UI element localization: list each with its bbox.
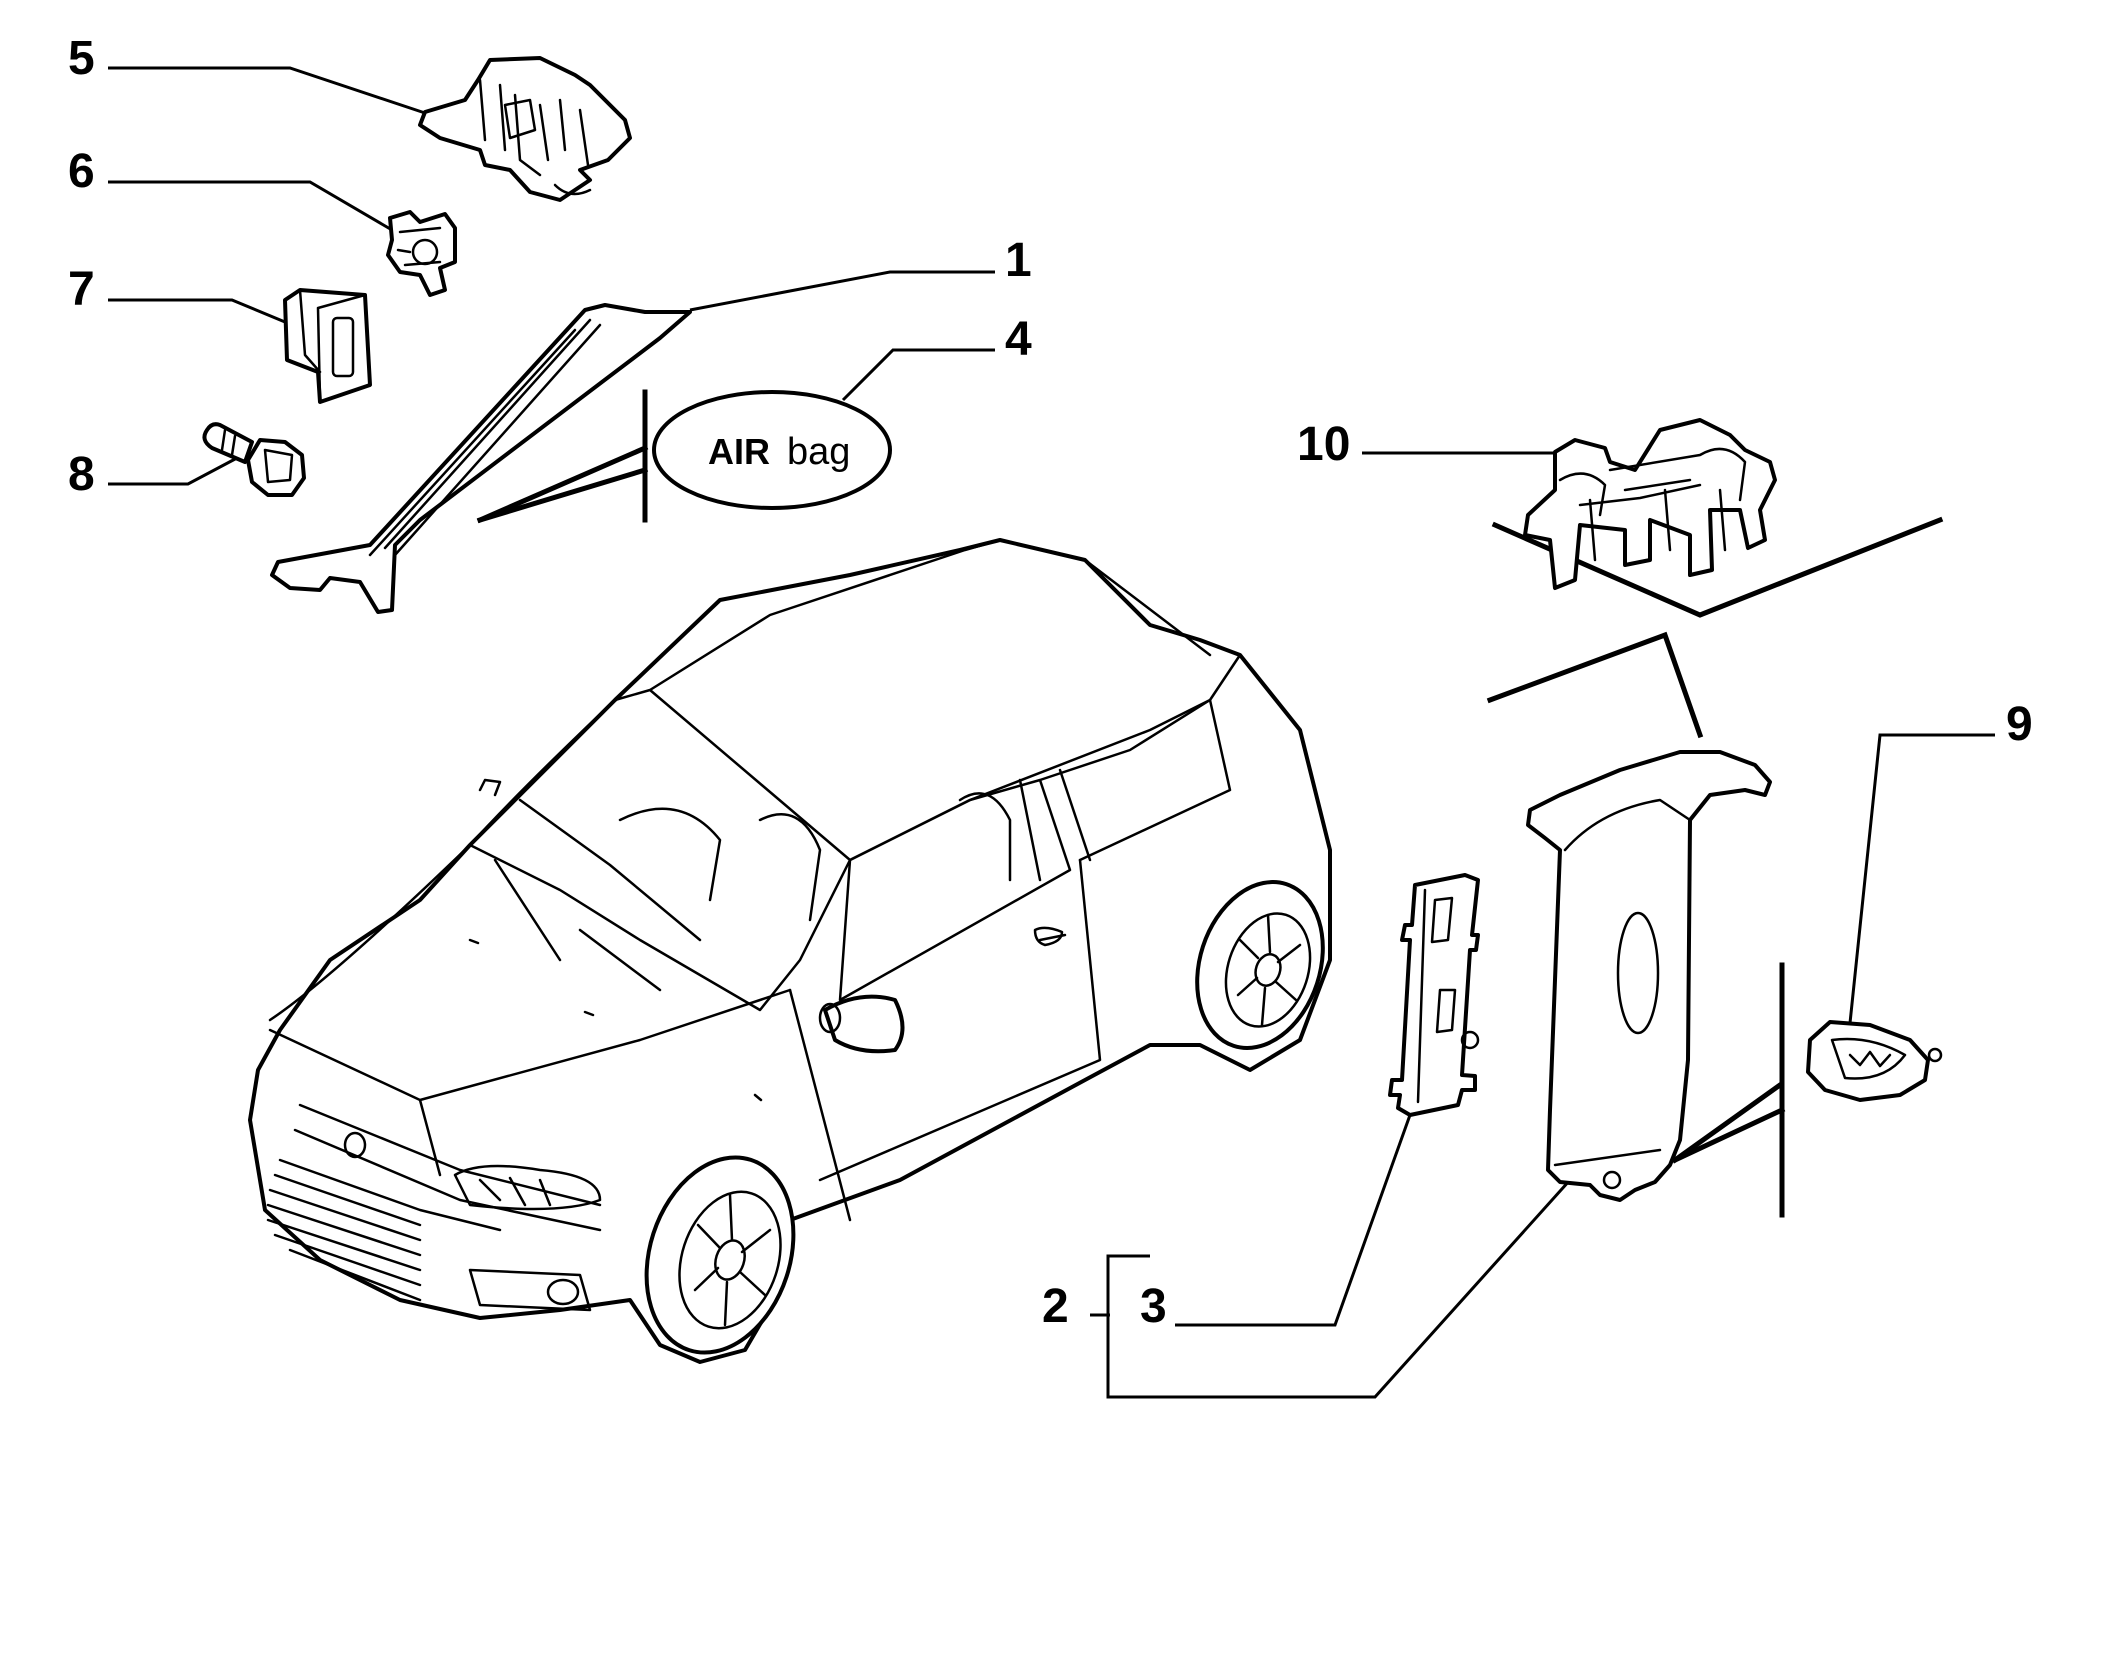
leader-4 xyxy=(841,348,995,402)
car-illustration xyxy=(248,538,1332,1364)
part-7-grommet xyxy=(283,288,372,404)
callout-10: 10 xyxy=(1297,418,1350,471)
leader-2 xyxy=(1106,1178,1572,1399)
airbag-text-weak: bag xyxy=(787,431,850,473)
location-arrow-front xyxy=(476,389,649,524)
callout-1: 1 xyxy=(1005,234,1032,287)
leader-8 xyxy=(108,456,238,486)
callout-2: 2 xyxy=(1042,1280,1069,1333)
leader-7 xyxy=(108,298,286,324)
location-arrow-rear xyxy=(1671,962,1786,1218)
leader-5 xyxy=(108,66,426,115)
callout-5: 5 xyxy=(68,32,95,85)
leader-lines xyxy=(108,66,1995,1399)
part-2-b-pillar-trim xyxy=(1526,750,1772,1202)
airbag-label: AIR bag xyxy=(652,390,892,510)
callout-6: 6 xyxy=(68,145,95,198)
leader-6 xyxy=(108,180,393,232)
callout-3: 3 xyxy=(1140,1280,1167,1333)
callout-4: 4 xyxy=(1005,313,1032,366)
part-3-bracket xyxy=(1388,873,1480,1117)
callout-9: 9 xyxy=(2006,698,2033,751)
part-10-double-clip xyxy=(1523,418,1777,590)
callout-8: 8 xyxy=(68,448,95,501)
part-5-clip xyxy=(418,56,632,202)
callout-7: 7 xyxy=(68,263,95,316)
part-1-a-pillar-trim xyxy=(270,303,692,614)
part-8-bolt xyxy=(202,422,306,497)
part-9-connector xyxy=(1806,1020,1943,1102)
leader-3 xyxy=(1175,1114,1412,1327)
leader-1 xyxy=(689,270,995,312)
airbag-ellipse xyxy=(652,390,892,510)
part-6-nut xyxy=(386,210,457,297)
leader-9 xyxy=(1848,733,1995,1024)
airbag-text-strong: AIR xyxy=(708,431,770,472)
